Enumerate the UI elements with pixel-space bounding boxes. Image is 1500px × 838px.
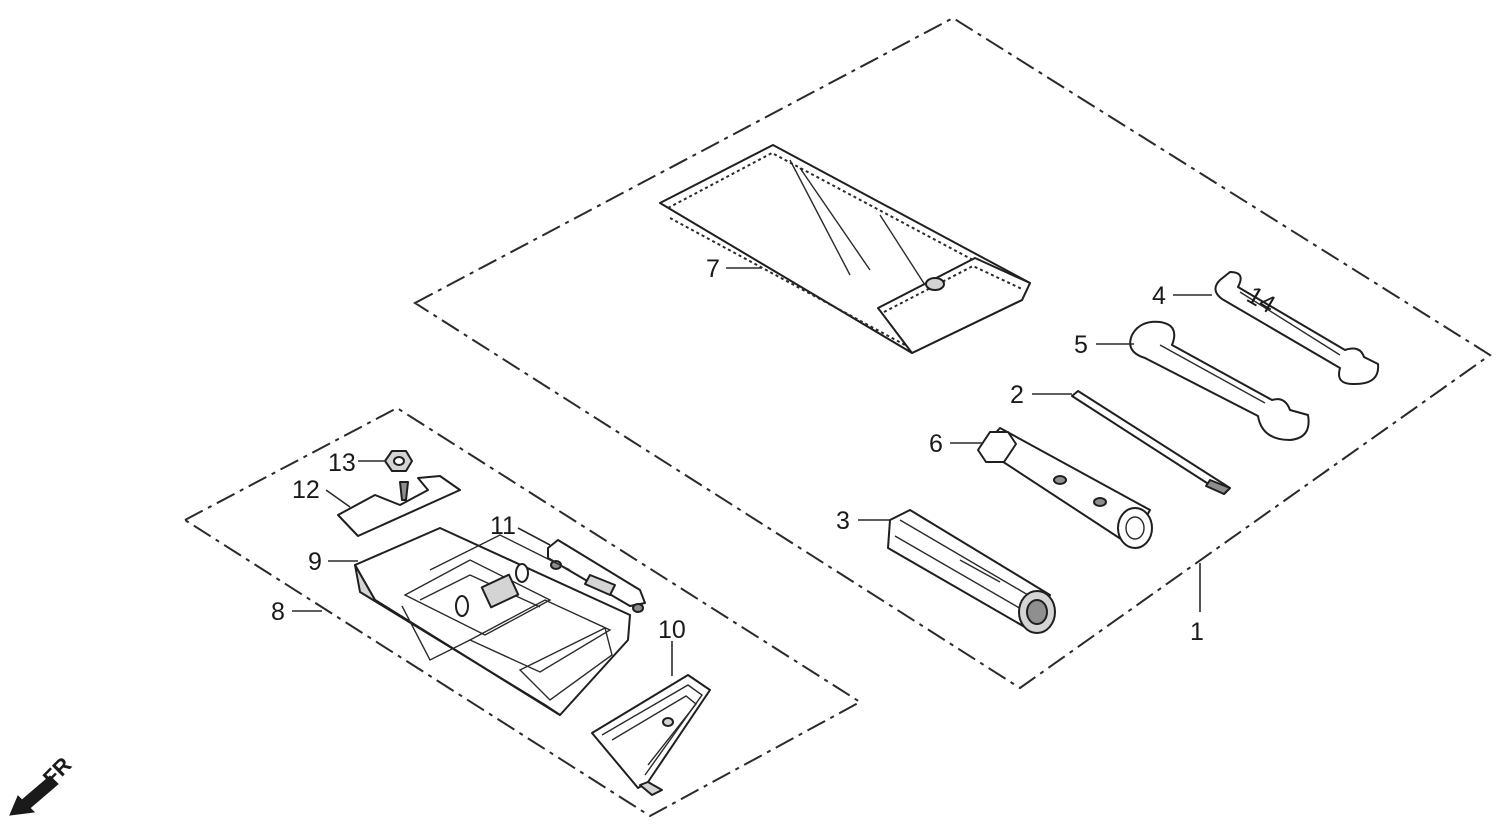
- box-spanner-drawing: [977, 427, 1153, 549]
- callout-8: 8: [271, 598, 285, 626]
- screwdriver-drawing: [1071, 390, 1231, 495]
- arrow-front-icon: [9, 775, 59, 816]
- handle-drawing: [887, 509, 1056, 634]
- callout-4: 4: [1152, 282, 1166, 310]
- tool-box-lid-drawing: [591, 674, 711, 796]
- leader-11: [517, 527, 551, 546]
- leader-lines: [292, 267, 1212, 676]
- leader-12: [325, 489, 351, 508]
- tool-box-group-outline: [183, 406, 862, 818]
- callout-6: 6: [929, 430, 943, 458]
- nut-drawing: [384, 450, 413, 472]
- strap-drawing: [547, 539, 646, 613]
- front-direction-indicator: FR: [9, 752, 76, 816]
- tool-bag-drawing: [659, 144, 1031, 354]
- callout-10: 10: [658, 616, 686, 644]
- callout-5: 5: [1074, 331, 1088, 359]
- tool-box-body-drawing: [354, 527, 631, 716]
- callout-2: 2: [1010, 381, 1024, 409]
- spanner-5-drawing: [1129, 320, 1310, 441]
- tool-kit-group-outline: [413, 16, 1492, 690]
- callout-13: 13: [328, 449, 356, 477]
- callout-12: 12: [292, 476, 320, 504]
- plate-drawing: [337, 475, 461, 537]
- callout-9: 9: [308, 548, 322, 576]
- spanner-4-drawing: 14: [1214, 271, 1380, 386]
- callout-labels: 1 2 3 4 5 6 7 8 9 10 11 12 13: [271, 255, 1204, 646]
- callout-7: 7: [706, 255, 720, 283]
- callout-1: 1: [1190, 618, 1204, 646]
- callout-3: 3: [836, 507, 850, 535]
- callout-11: 11: [490, 512, 516, 540]
